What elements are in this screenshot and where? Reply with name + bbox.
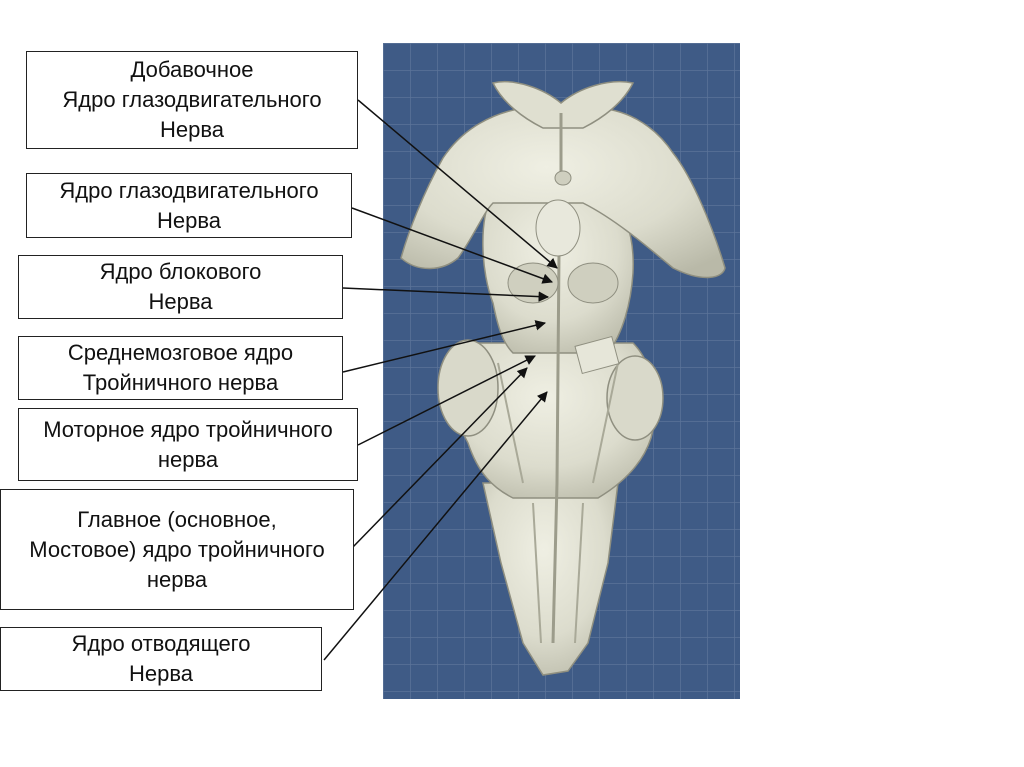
label-line: Добавочное bbox=[130, 57, 254, 82]
label-line: Ядро отводящего bbox=[71, 631, 251, 656]
label-line: Нерва bbox=[159, 117, 225, 142]
label-mesencephalic-trigeminal-nucleus: Среднемозговое ядро Тройничного нерва bbox=[18, 336, 343, 400]
label-trochlear-nucleus: Ядро блокового Нерва bbox=[18, 255, 343, 319]
label-line: Нерва bbox=[156, 207, 222, 233]
label-line: Ядро глазодвигательного bbox=[62, 87, 322, 112]
label-line: Моторное ядро тройничного bbox=[43, 416, 333, 442]
brainstem-photo bbox=[383, 43, 740, 699]
label-line: нерва bbox=[157, 446, 219, 472]
label-abducens-nucleus: Ядро отводящего Нерва bbox=[0, 627, 322, 691]
label-line: Среднемозговое ядро bbox=[67, 340, 294, 365]
label-line: Ядро глазодвигательного bbox=[59, 177, 319, 203]
label-line: нерва bbox=[146, 566, 208, 592]
label-line: Главное (основное, bbox=[77, 506, 277, 532]
label-accessory-oculomotor-nucleus: Добавочное Ядро глазодвигательного Нерва bbox=[26, 51, 358, 149]
label-oculomotor-nucleus: Ядро глазодвигательного Нерва bbox=[26, 173, 352, 238]
label-line: Нерва bbox=[148, 289, 213, 314]
brainstem-specimen-image bbox=[383, 43, 740, 699]
label-line: Мостовое) ядро тройничного bbox=[29, 536, 325, 562]
label-line: Нерва bbox=[128, 661, 194, 686]
label-principal-trigeminal-nucleus: Главное (основное, Мостовое) ядро тройни… bbox=[0, 489, 354, 610]
label-line: Ядро блокового bbox=[99, 259, 262, 284]
label-motor-trigeminal-nucleus: Моторное ядро тройничного нерва bbox=[18, 408, 358, 481]
label-line: Тройничного нерва bbox=[82, 370, 279, 395]
